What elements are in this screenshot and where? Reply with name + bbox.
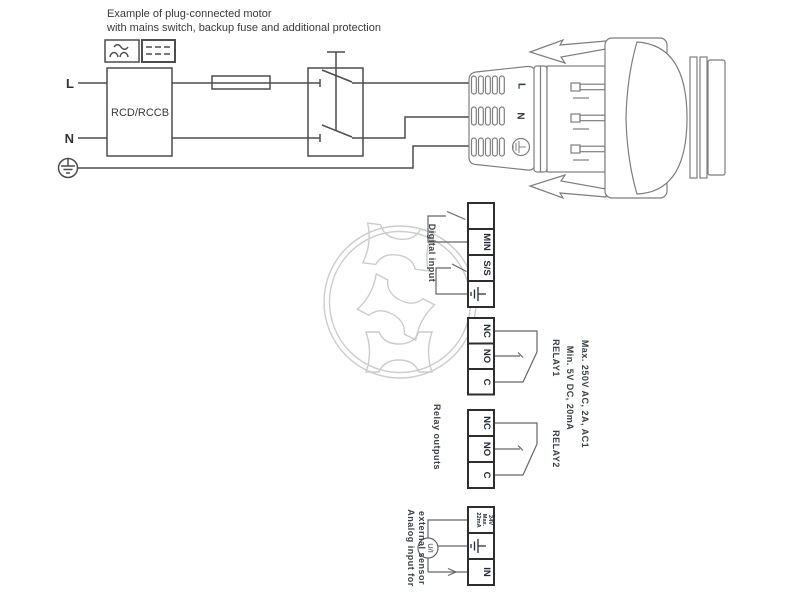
r1-nc-label: NC: [481, 324, 492, 338]
analog-22ma-label: 22mA: [475, 512, 481, 527]
watermark-logo: [323, 222, 477, 379]
relay2-label: RELAY2: [551, 430, 561, 468]
mains-circuit: [57, 39, 469, 179]
mains-n-label: N: [65, 131, 74, 146]
rib-slot: [484, 137, 491, 157]
relay-min-rating-label: Min. 5V DC, 20mA: [565, 346, 575, 431]
plug-l-label: L: [515, 83, 526, 89]
release-arrow-top: [528, 38, 607, 65]
r1-c-label: C: [481, 379, 492, 386]
n-wire-out: [363, 116, 469, 139]
analog-supply-wire: [427, 519, 468, 538]
rib-slot: [484, 75, 491, 95]
rib-slot: [470, 75, 477, 95]
watermark-beam-bottom: [365, 331, 433, 373]
watermark-outer-ring: [323, 225, 477, 379]
plug-gland-ribs: [470, 75, 505, 157]
r2-nc-label: NC: [481, 416, 492, 430]
relay1-label: RELAY1: [551, 339, 561, 377]
relay1-nc-wire: [494, 330, 538, 352]
r1-no-label: NO: [481, 349, 492, 363]
terminal-blocks: [467, 202, 495, 586]
switch-link-bar: [327, 51, 345, 131]
r2-c-label: C: [481, 472, 492, 479]
switch-n-contact: [308, 124, 363, 142]
rcd-box: [106, 67, 173, 157]
rib-slot: [491, 137, 498, 157]
terminal-cell-r2-c: [467, 461, 495, 489]
plug-dome: [625, 41, 688, 195]
plug-pin-housing: [546, 65, 606, 173]
plug-end-cap: [707, 59, 726, 176]
rib-slot: [470, 137, 477, 157]
relay2-nc-wire: [494, 422, 538, 444]
analog-24v-label: 24V: [487, 515, 493, 525]
relay-max-rating-label: Max. 250V AC, 2A, AC1: [580, 340, 590, 448]
analog-in-wire: [427, 558, 468, 573]
diagram-text: Example of plug-connected motor with mai…: [65, 8, 590, 587]
relay1-c-wire: [494, 351, 538, 383]
terminal-cell-blank: [467, 202, 495, 230]
rib-slot: [470, 106, 477, 126]
relay-outputs-section-label: Relay outputs: [432, 404, 442, 470]
rib-slot: [477, 75, 484, 95]
digital-switch-loop-2: [435, 263, 468, 295]
fuse-symbol: [211, 75, 271, 90]
plug-ring-2: [699, 56, 708, 179]
rib-slot: [484, 106, 491, 126]
digital-input-section-label: Digital input: [427, 224, 437, 283]
switch-l-contact: [308, 69, 363, 87]
sine-wave-icon: [109, 44, 129, 58]
title-line-1: Example of plug-connected motor: [107, 8, 272, 20]
plug-pe-mark-circle: [511, 137, 531, 157]
rib-slot: [498, 75, 505, 95]
relay2-c-wire: [494, 443, 538, 476]
terminal-cell-r2-nc: [467, 409, 495, 437]
rib-slot: [498, 106, 505, 126]
analog-max-label: Max.: [481, 514, 487, 527]
terminal-cell-r1-c: [467, 368, 495, 396]
mains-l-label: L: [66, 76, 74, 91]
relay2-no-wire: [494, 445, 524, 451]
rcd-type-a-symbol-box: [104, 39, 140, 63]
rib-slot: [491, 75, 498, 95]
watermark-beam-middle: [356, 273, 436, 341]
pe-wire-out: [78, 145, 469, 169]
rcd-type-b-symbol-box: [141, 39, 176, 63]
rib-slot: [477, 137, 484, 157]
rib-slot: [491, 106, 498, 126]
r2-no-label: NO: [481, 442, 492, 456]
digital-switch-loop-1: [427, 210, 468, 243]
terminal-cell-in: [467, 558, 495, 586]
terminal-cell-ss: [467, 254, 495, 282]
analog-in-label: IN: [481, 567, 492, 577]
relay1-no-wire: [494, 352, 524, 358]
rib-slot: [477, 106, 484, 126]
terminal-min-label: MIN: [481, 233, 492, 251]
plug-ring-1: [689, 56, 698, 179]
sensor-ui-label: U/I: [426, 543, 435, 553]
aux-wiring: [417, 210, 538, 577]
plug-illustration: [468, 37, 726, 200]
title-line-2: with mains switch, backup fuse and addit…: [106, 22, 381, 34]
plug-n-label: N: [514, 112, 525, 119]
rcd-label: RCD/RCCB: [111, 107, 169, 119]
rib-slot: [498, 137, 505, 157]
analog-in-arrow-icon: [447, 567, 458, 577]
release-arrow-bottom: [528, 173, 607, 200]
analog-section-line2: external sensor: [417, 511, 427, 585]
dashed-dc-icon: [146, 46, 170, 55]
terminal-ss-label: S/S: [481, 260, 492, 275]
watermark-inner-ring: [328, 230, 472, 374]
analog-section-line1: Analog input for: [406, 509, 416, 587]
